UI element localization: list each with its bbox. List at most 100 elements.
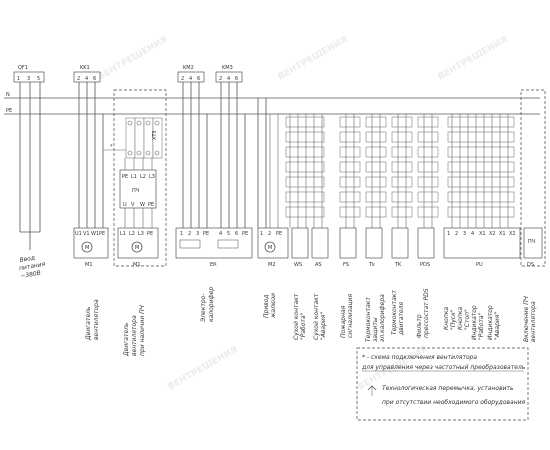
heater-element-icon	[217, 239, 239, 249]
caption-line: Термоконтакт	[365, 297, 372, 342]
caption-line: "Пуск"	[450, 309, 457, 330]
device-code: DS	[527, 262, 534, 268]
pin-label: 6	[235, 231, 238, 237]
device-pu: 1 2 3 4 X1 X2 X1 X2 PU	[443, 227, 521, 268]
inverter-pch: PE L1 L2 L3 ПЧ U V W PE	[119, 158, 157, 228]
pin-label: V1	[83, 231, 90, 237]
note-star-1: * - схема подключения вентилятора	[362, 354, 477, 361]
watermark: ВЕНТРЕШЕНИЯ	[97, 35, 170, 83]
pin-label: PE	[148, 202, 154, 208]
caption-line: жалюзи	[270, 293, 277, 319]
note-jumper-2: при отсутствии необходимого оборудования	[382, 399, 526, 406]
control-terminal-columns	[257, 98, 515, 228]
svg-text:ПЧ: ПЧ	[528, 239, 535, 245]
terminal-block	[285, 206, 325, 218]
pin-label: 4	[219, 231, 222, 237]
note-star-2: для управления через частотный преобразо…	[361, 364, 526, 371]
note-jumper-1: Технологическая перемычка, установить	[382, 385, 514, 392]
pin-label: 4	[471, 231, 474, 237]
caption-line: "Работа"	[300, 312, 307, 340]
device-code: TK	[394, 262, 402, 268]
pin-label: 2	[188, 231, 191, 237]
caption-line: Индикатор	[471, 305, 478, 340]
pin-label: L1	[120, 231, 126, 237]
header-pin: 6	[197, 76, 200, 82]
motor-m1: U1 V1 W1 PE M М1	[73, 227, 109, 268]
caption-line: вентилятора	[131, 315, 138, 356]
device-code: М1	[133, 262, 141, 268]
motor-icon	[264, 241, 276, 253]
terminal-block	[391, 131, 413, 143]
caption-m1-pch: Двигатель вентилятора при наличии ПЧ	[123, 305, 146, 357]
caption-line: двигателя	[398, 302, 405, 336]
terminal-block	[285, 131, 325, 143]
power-input-caption: Ввод питания ~380В	[19, 254, 47, 280]
pin-label: L2	[129, 231, 135, 237]
pin-label: V	[131, 202, 135, 208]
device-code: ЕК	[210, 262, 217, 268]
km-wires	[182, 82, 246, 228]
device-pds: PDS	[417, 227, 435, 268]
caption-line: калорифер	[208, 287, 215, 322]
pin-label: PE	[203, 231, 209, 237]
terminal-block	[339, 116, 361, 128]
pin-label: W1	[91, 231, 99, 237]
terminal-block	[339, 176, 361, 188]
bus-n-label: N	[6, 92, 10, 98]
pin-label: X2	[509, 231, 516, 237]
device-code: PU	[476, 262, 483, 268]
ds-dashed-frame	[520, 89, 546, 267]
header-pin: 2	[219, 76, 222, 82]
terminal-block	[285, 191, 325, 203]
caption-line: "Авария"	[494, 312, 501, 340]
notes-box: * - схема подключения вентилятора для уп…	[356, 347, 529, 421]
caption-line: Пожарная	[340, 305, 347, 338]
pin-label: 1	[180, 231, 183, 237]
terminal-block	[447, 176, 515, 188]
header-pin: 3	[27, 76, 30, 82]
terminal-block	[285, 146, 325, 158]
header-pin: 6	[93, 76, 96, 82]
caption-line: "Стоп"	[464, 309, 471, 330]
pin-label: W	[140, 202, 145, 208]
header-pin: 5	[37, 76, 40, 82]
caption-line: Двигатель	[85, 306, 92, 341]
device-tk-motor: TK	[391, 227, 409, 268]
terminal-block	[391, 191, 413, 203]
terminal-block	[339, 146, 361, 158]
caption-pu: Индикатор"Авария"	[487, 305, 501, 340]
svg-text:M: M	[135, 245, 139, 251]
caption-line: защиты	[372, 317, 379, 342]
pin-label: 2	[455, 231, 458, 237]
inverter-label: ПЧ	[132, 188, 139, 194]
star-mark: *	[110, 144, 113, 150]
actuator-m2: 1 2 PE M М2	[257, 227, 289, 268]
power-input-line: ~380В	[20, 270, 42, 280]
caption-line: Индикатор	[487, 305, 494, 340]
pin-label: PE	[242, 231, 248, 237]
header-box	[13, 71, 45, 83]
header-km3: KM3 2 4 6	[215, 65, 243, 83]
pin-label: L1	[131, 174, 137, 180]
terminal-block	[391, 116, 413, 128]
inverter-dashed-frame	[113, 89, 167, 267]
watermark: ВЕНТРЕШЕНИЯ	[167, 345, 240, 393]
terminal-block	[365, 131, 387, 143]
power-input-line: Ввод	[19, 254, 35, 264]
device-code: FS	[343, 262, 349, 268]
terminal-block	[365, 206, 387, 218]
header-pin: 4	[227, 76, 230, 82]
heater-ek: 1 2 3 PE 4 5 6 PE ЕК	[175, 227, 253, 268]
pin-label: PE	[122, 174, 128, 180]
device-code: М1	[85, 262, 93, 268]
header-name: KM2	[183, 65, 194, 71]
header-pin: 2	[77, 76, 80, 82]
device-tk-heater: Tk	[365, 227, 383, 268]
pin-label: L2	[140, 174, 146, 180]
terminal-block	[391, 206, 413, 218]
